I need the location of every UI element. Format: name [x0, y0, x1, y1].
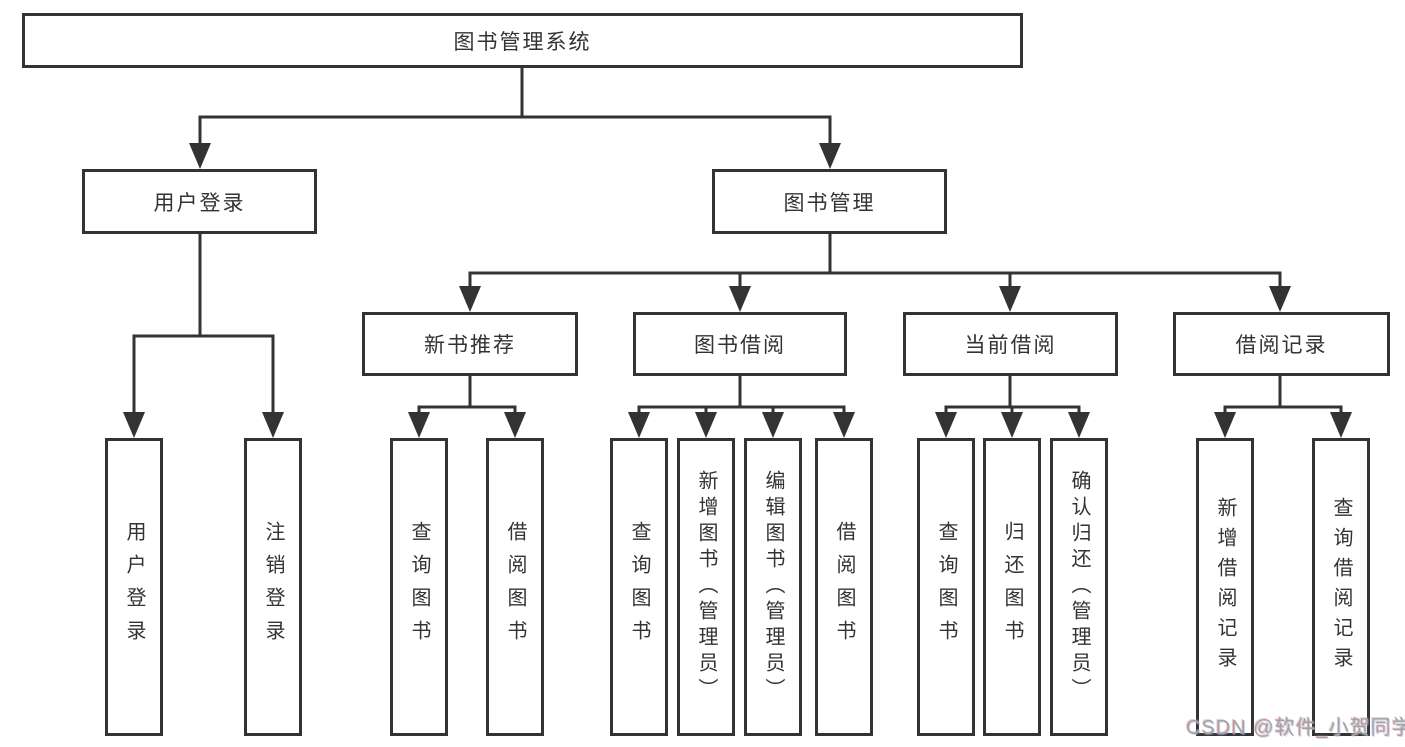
leaf-query-books-recommend: 查询图书 — [390, 438, 448, 736]
leaf-query-books-borrow: 查询图书 — [610, 438, 668, 736]
leaf-query-borrow-record: 查询借阅记录 — [1312, 438, 1370, 736]
leaf-edit-books-admin: 编辑图书（管理员） — [744, 438, 802, 736]
leaf-return-books: 归还图书 — [983, 438, 1041, 736]
node-book-management: 图书管理 — [712, 169, 947, 234]
node-library-management-system: 图书管理系统 — [22, 13, 1023, 68]
leaf-add-books-admin: 新增图书（管理员） — [677, 438, 735, 736]
leaf-logout-login: 注销登录 — [244, 438, 302, 736]
arrowhead-icons — [123, 143, 1352, 438]
leaf-query-books-current: 查询图书 — [917, 438, 975, 736]
node-user-login: 用户登录 — [82, 169, 317, 234]
leaf-borrow-books-recommend: 借阅图书 — [486, 438, 544, 736]
leaf-user-login: 用户登录 — [105, 438, 163, 736]
node-current-borrow: 当前借阅 — [903, 312, 1118, 376]
node-new-book-recommend: 新书推荐 — [362, 312, 578, 376]
node-borrow-records: 借阅记录 — [1173, 312, 1390, 376]
leaf-confirm-return-admin: 确认归还（管理员） — [1050, 438, 1108, 736]
watermark: CSDN @软件_小贺同学 — [1186, 717, 1405, 739]
leaf-add-borrow-record: 新增借阅记录 — [1196, 438, 1254, 736]
node-book-borrow: 图书借阅 — [633, 312, 847, 376]
leaf-borrow-books: 借阅图书 — [815, 438, 873, 736]
